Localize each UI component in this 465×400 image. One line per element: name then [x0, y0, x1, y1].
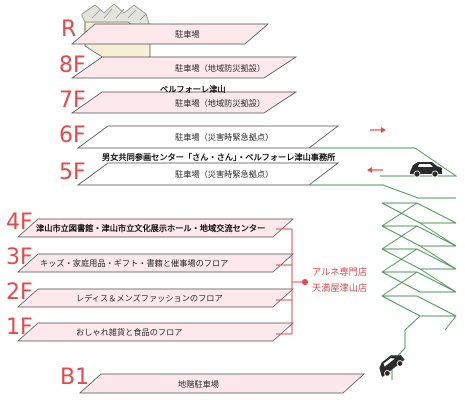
floor-slab-8f [70, 56, 298, 79]
floor-label-7f: 駐車場（地域防災拠設） [175, 98, 265, 108]
floor-slab-1f [16, 322, 295, 342]
floor-note-5f: 男女共同参画センター「さん・さん」・ベルフォーレ津山事務所 [102, 152, 336, 162]
entry-arrow-icon [370, 127, 386, 133]
floor-slab-b1 [78, 373, 366, 394]
floor-code-5f: 5F [59, 160, 86, 185]
store-group-bracket [276, 228, 305, 335]
floor-code-2f: 2F [6, 280, 33, 305]
exit-arrow-icon [367, 167, 383, 173]
floor-code-3f: 3F [6, 245, 33, 270]
floor-label-6f: 駐車場（災害時緊急拠点） [175, 132, 273, 142]
floor-slab-4f [16, 218, 295, 238]
floor-label-b1: 地階駐車場 [178, 379, 219, 389]
floor-slab-7f [70, 91, 298, 114]
floor-code-8f: 8F [59, 53, 86, 78]
floor-slab-3f [16, 253, 295, 273]
floor-label-2f: レディス＆メンズファッションのフロア [76, 293, 223, 303]
floor-code-b1: B1 [60, 365, 89, 390]
floor-label-8f: 駐車場（地域防災拠設） [175, 63, 265, 73]
floor-label-r: 駐車場 [175, 29, 200, 39]
floor-code-r: R [61, 17, 76, 42]
floor-code-7f: 7F [59, 88, 86, 113]
floor-note-7f: ベルフォーレ津山 [160, 84, 226, 94]
store-group-line1: アルネ専門店 [312, 266, 367, 278]
store-group-dot [302, 279, 308, 285]
floor-label-3f: キッズ・家庭用品・ギフト・書籍と催事場のフロア [40, 258, 228, 268]
floor-label-5f: 駐車場（災害時緊急拠点） [175, 169, 273, 179]
floor-code-4f: 4F [6, 210, 33, 235]
floor-slab-2f [16, 288, 295, 308]
floor-label-4f: 津山市立図書館・津山市立文化展示ホール・地域交流センター [36, 223, 265, 233]
floor-label-1f: おしゃれ雑貨と食品のフロア [76, 327, 182, 337]
floor-code-1f: 1F [6, 315, 33, 340]
car-icon [410, 162, 442, 178]
floor-code-6f: 6F [59, 123, 86, 148]
car-icon [379, 355, 405, 378]
parking-ramp [309, 147, 458, 380]
store-group-line2: 天満屋津山店 [312, 282, 367, 294]
floor-slab-r [70, 23, 270, 45]
